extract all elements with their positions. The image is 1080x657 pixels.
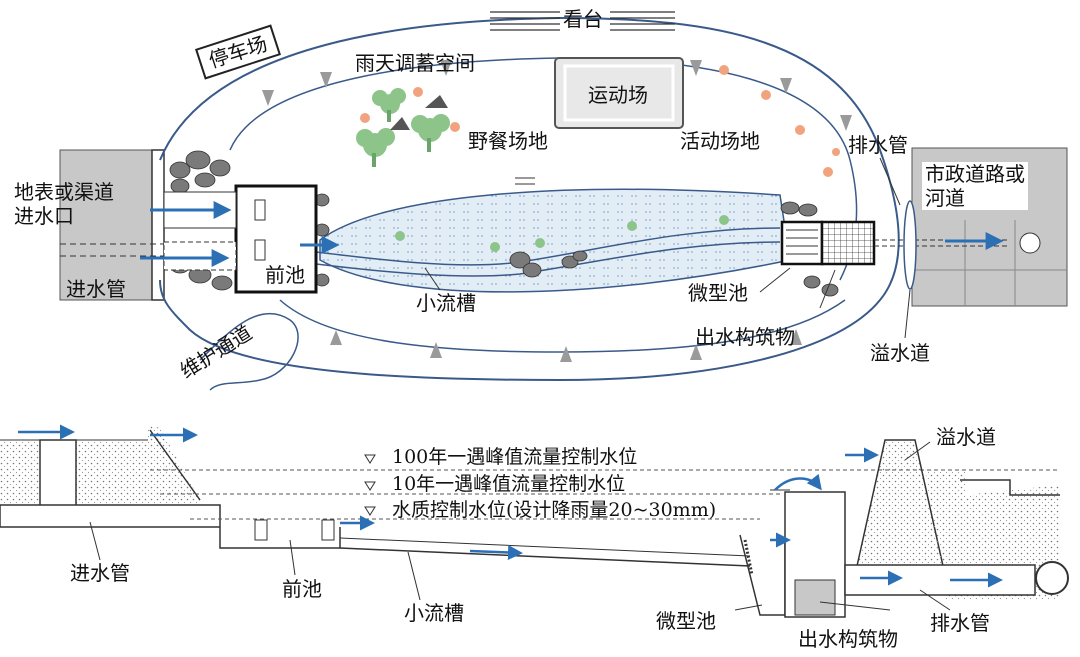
rain-storage-label: 雨天调蓄空间 <box>355 51 475 75</box>
plan-spillway-label: 溢水道 <box>870 341 930 365</box>
section-micro-pool-label: 微型池 <box>656 609 716 633</box>
stands-lines <box>490 11 675 31</box>
picnic-area-label: 野餐场地 <box>468 129 548 153</box>
section-inlet-pipe-label: 进水管 <box>70 561 130 585</box>
micro-pool-box <box>780 220 824 266</box>
inlet-concrete-block <box>59 149 161 301</box>
water-level-10yr: 10年一遇峰值流量控制水位 <box>392 473 626 495</box>
plan-forebay-label: 前池 <box>265 263 305 287</box>
flowers <box>360 65 840 177</box>
section-forebay-label: 前池 <box>282 577 322 601</box>
trees <box>356 88 450 167</box>
outer-boundary <box>159 16 900 382</box>
water-basin <box>319 188 791 293</box>
plan-inlet-pipe-label: 进水管 <box>66 277 126 301</box>
municipal-road-label: 市政道路或 河道 <box>922 162 1028 210</box>
water-level-100yr: 100年一遇峰值流量控制水位 <box>392 446 638 468</box>
activity-area-label: 活动场地 <box>680 129 760 153</box>
section-spillway-label: 溢水道 <box>936 425 996 449</box>
stands-label: 看台 <box>563 7 603 31</box>
water-level-quality: 水质控制水位(设计降雨量20~30mm) <box>392 499 717 521</box>
section-outlet-structure-label: 出水构筑物 <box>798 627 898 651</box>
sports-field <box>554 57 684 129</box>
plan-small-channel-label: 小流槽 <box>416 291 476 315</box>
surface-inlet-label: 地表或渠道 进水口 <box>14 180 114 228</box>
maintenance-road <box>199 312 299 391</box>
drain-pipe-label: 排水管 <box>848 133 908 157</box>
section-drain-pipe-label: 排水管 <box>930 611 990 635</box>
sports-field-label: 运动场 <box>588 83 648 107</box>
plan-outlet-structure-label: 出水构筑物 <box>695 325 795 349</box>
plan-micro-pool-label: 微型池 <box>688 281 748 305</box>
section-small-channel-label: 小流槽 <box>404 601 464 625</box>
outlet-structure-box <box>820 220 876 266</box>
